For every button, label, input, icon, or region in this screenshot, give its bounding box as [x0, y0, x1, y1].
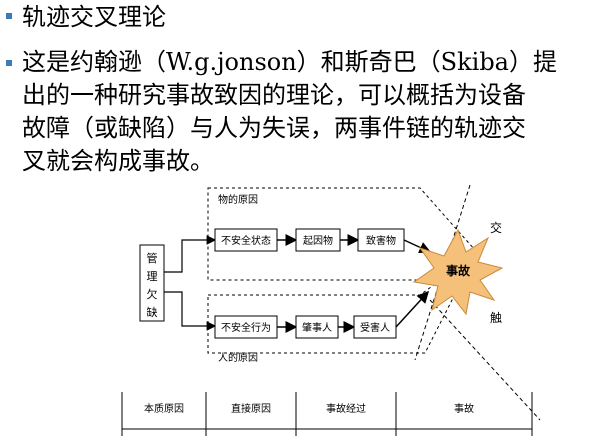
paragraph-line-3: 故障（或缺陷）与人为失误，两事件链的轨迹交 [22, 114, 526, 142]
management-deficiency-box [139, 244, 165, 322]
management-char-4: 缺 [147, 305, 158, 319]
timeline-label-essential-cause: 本质原因 [144, 402, 184, 415]
paragraph-line-2: 出的一种研究事故致因的理论，可以概括为设备 [22, 81, 526, 109]
cross-label-bottom: 触 [490, 311, 502, 325]
branch-to-bottom [164, 291, 217, 331]
management-char-1: 管 [147, 251, 158, 265]
management-char-3: 欠 [147, 287, 158, 301]
bullet-title: 轨迹交叉理论 [22, 3, 166, 31]
crossing-line [429, 299, 541, 421]
timeline-label-direct-cause: 直接原因 [231, 402, 271, 415]
thing-cause-label: 物的原因 [218, 193, 258, 206]
harmful-object-label: 致害物 [366, 234, 396, 247]
unsafe-behavior-label: 不安全行为 [221, 321, 271, 334]
accident-burst-icon [412, 228, 504, 316]
initiating-object-label: 起因物 [303, 234, 333, 247]
accident-label: 事故 [446, 263, 471, 278]
unsafe-state-label: 不安全状态 [221, 234, 271, 247]
timeline-label-accident-process: 事故经过 [326, 402, 366, 415]
branch-to-top [164, 235, 217, 273]
paragraph-line-1: 这是约翰逊（W.g.jonson）和斯奇巴（Skiba）提 [22, 48, 557, 76]
bullet-marker [6, 13, 12, 19]
human-cause-label: 人的原因 [218, 351, 258, 364]
perpetrator-label: 肇事人 [302, 321, 332, 334]
bullet-marker [6, 60, 12, 66]
paragraph-line-4: 叉就会构成事故。 [22, 147, 214, 175]
human-cause-group [207, 254, 476, 354]
victim-label: 受害人 [360, 321, 390, 334]
cross-label-top: 交 [490, 220, 502, 235]
management-char-2: 理 [147, 270, 158, 283]
timeline-label-accident: 事故 [454, 402, 474, 415]
arrow-to-accident [395, 290, 430, 328]
